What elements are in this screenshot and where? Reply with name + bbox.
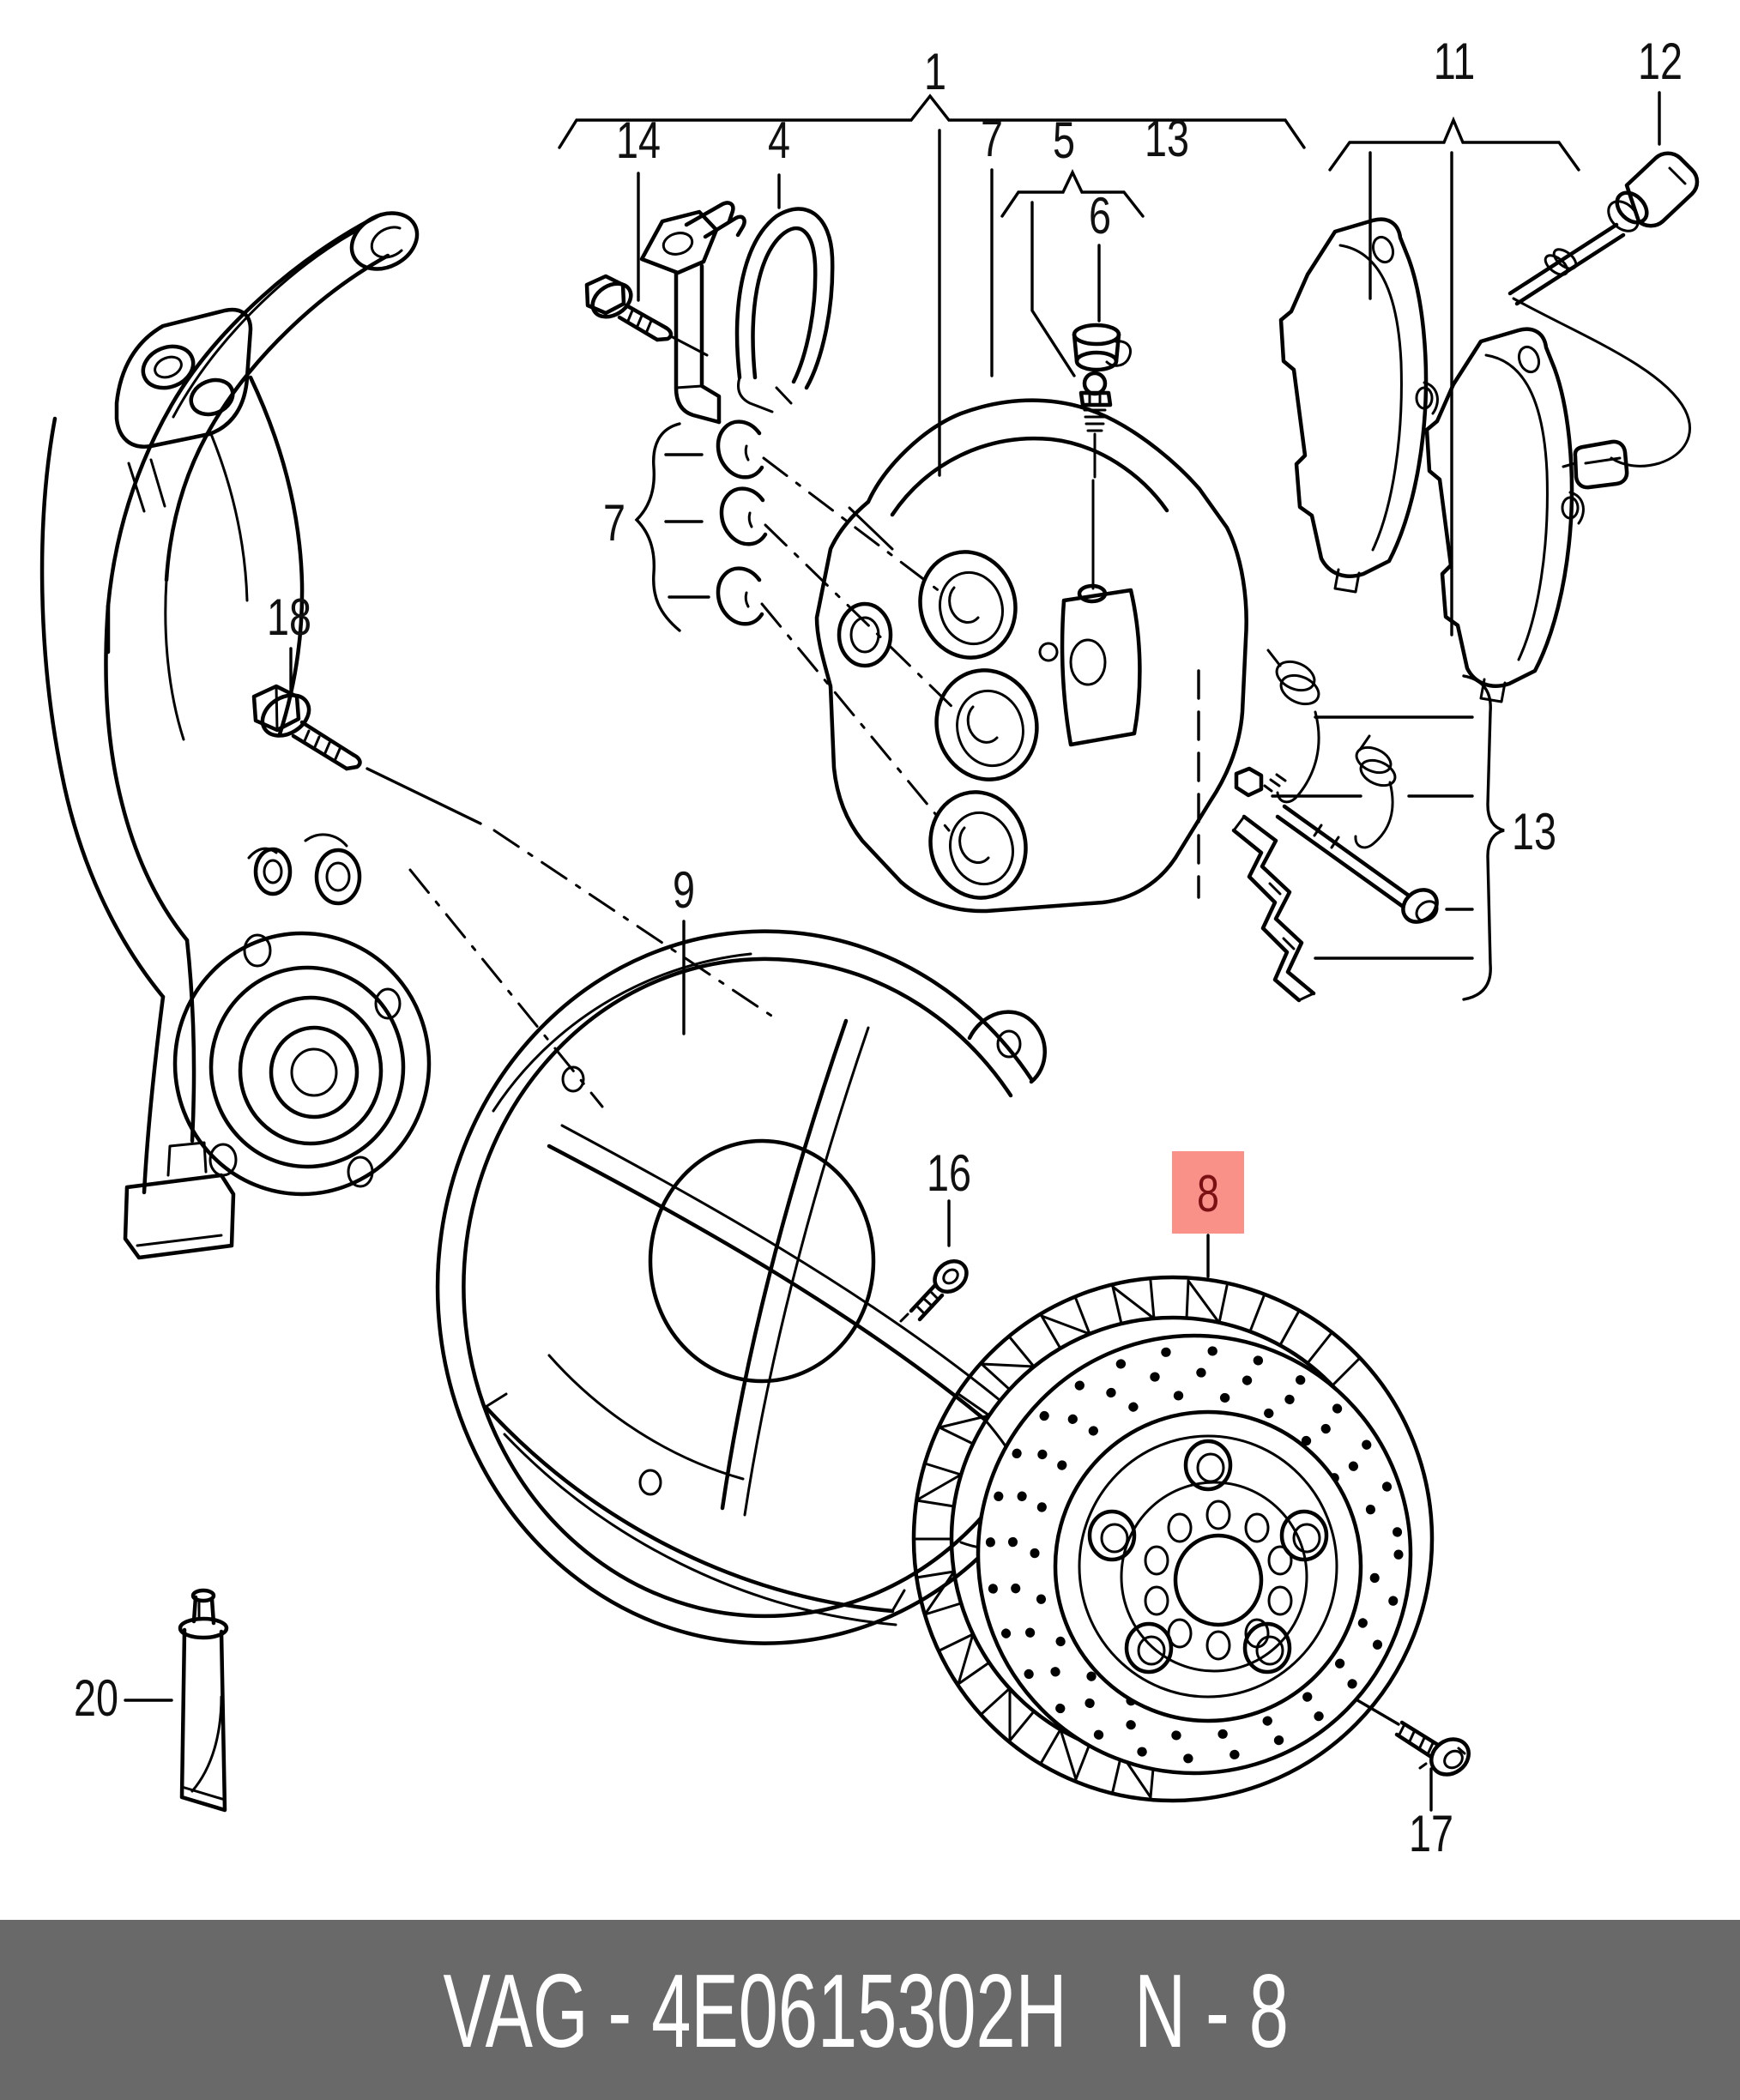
- page-reference: N - 8: [1134, 1953, 1289, 2070]
- retainer-bracket-drawing: [584, 201, 746, 425]
- callout-12[interactable]: 12: [1638, 33, 1683, 90]
- callout-6[interactable]: 6: [1089, 187, 1111, 244]
- callout-7-seals[interactable]: 7: [603, 494, 625, 552]
- callout-11[interactable]: 11: [1434, 33, 1476, 90]
- ball-joint-ears: [247, 833, 362, 906]
- grease-tube-drawing: [178, 1588, 229, 1813]
- callout-14[interactable]: 14: [616, 112, 661, 169]
- brake-pads-drawing: [1278, 217, 1583, 702]
- callout-20[interactable]: 20: [74, 1669, 118, 1727]
- callout-labels: 1 14 4 7 5 13 6 11 12 7 18 9 13 16 20 17: [74, 33, 1683, 1862]
- splash-shield-drawing: [435, 929, 1059, 1645]
- callout-16[interactable]: 16: [927, 1144, 971, 1202]
- callout-4[interactable]: 4: [768, 112, 790, 169]
- callout-13-group[interactable]: 13: [1512, 803, 1556, 860]
- brake-caliper-drawing: [814, 398, 1248, 914]
- callout-8-highlight-box[interactable]: [1172, 1151, 1244, 1234]
- shield-screw-drawing: [899, 1258, 969, 1323]
- wheel-bolt-bosses: [1087, 1439, 1329, 1675]
- callout-5[interactable]: 5: [1053, 112, 1075, 169]
- footer-bar: VAG - 4E0615302H N - 8: [0, 1920, 1740, 2100]
- callout-1[interactable]: 1: [924, 43, 946, 100]
- carrier-bolt-drawing: [251, 684, 362, 771]
- callout-18[interactable]: 18: [267, 588, 311, 646]
- bleeder-valve-drawing: [1078, 371, 1113, 590]
- callout-17[interactable]: 17: [1409, 1805, 1453, 1862]
- group-bracket-5-6: [1000, 169, 1145, 218]
- disc-screw-drawing: [1394, 1720, 1471, 1777]
- group-brace-7: [634, 422, 681, 632]
- catalog-part-number: VAG - 4E0615302H: [443, 1953, 1066, 2070]
- callout-8[interactable]: 8: [1197, 1165, 1219, 1222]
- pad-hardware-kit-drawing: [1231, 649, 1439, 1003]
- disc-vent-slots: [912, 1279, 1361, 1799]
- spring-clip-drawing: [734, 207, 835, 413]
- callout-13-top[interactable]: 13: [1145, 110, 1189, 167]
- group-bracket-11: [1328, 116, 1580, 172]
- footer-background: [0, 1920, 1740, 2100]
- callout-7-top[interactable]: 7: [981, 110, 1003, 167]
- steering-knuckle-drawing: [39, 211, 432, 1260]
- dust-cap-drawing: [1072, 323, 1132, 372]
- selected-part-callout[interactable]: 8: [1172, 1151, 1244, 1234]
- hub-bolt-holes: [1144, 1500, 1293, 1661]
- group-brace-13: [1462, 674, 1505, 1001]
- wear-sensor-drawing: [1507, 151, 1700, 490]
- piston-seals-drawing: [716, 419, 768, 626]
- bracket-bolt: [584, 274, 709, 357]
- brake-disc-drawing: [911, 1275, 1435, 1803]
- group-bracket-1: [558, 94, 1306, 149]
- callout-9[interactable]: 9: [673, 861, 695, 919]
- callout-leader-lines: [124, 91, 1661, 1812]
- caliper-piston-bores: [918, 550, 1039, 900]
